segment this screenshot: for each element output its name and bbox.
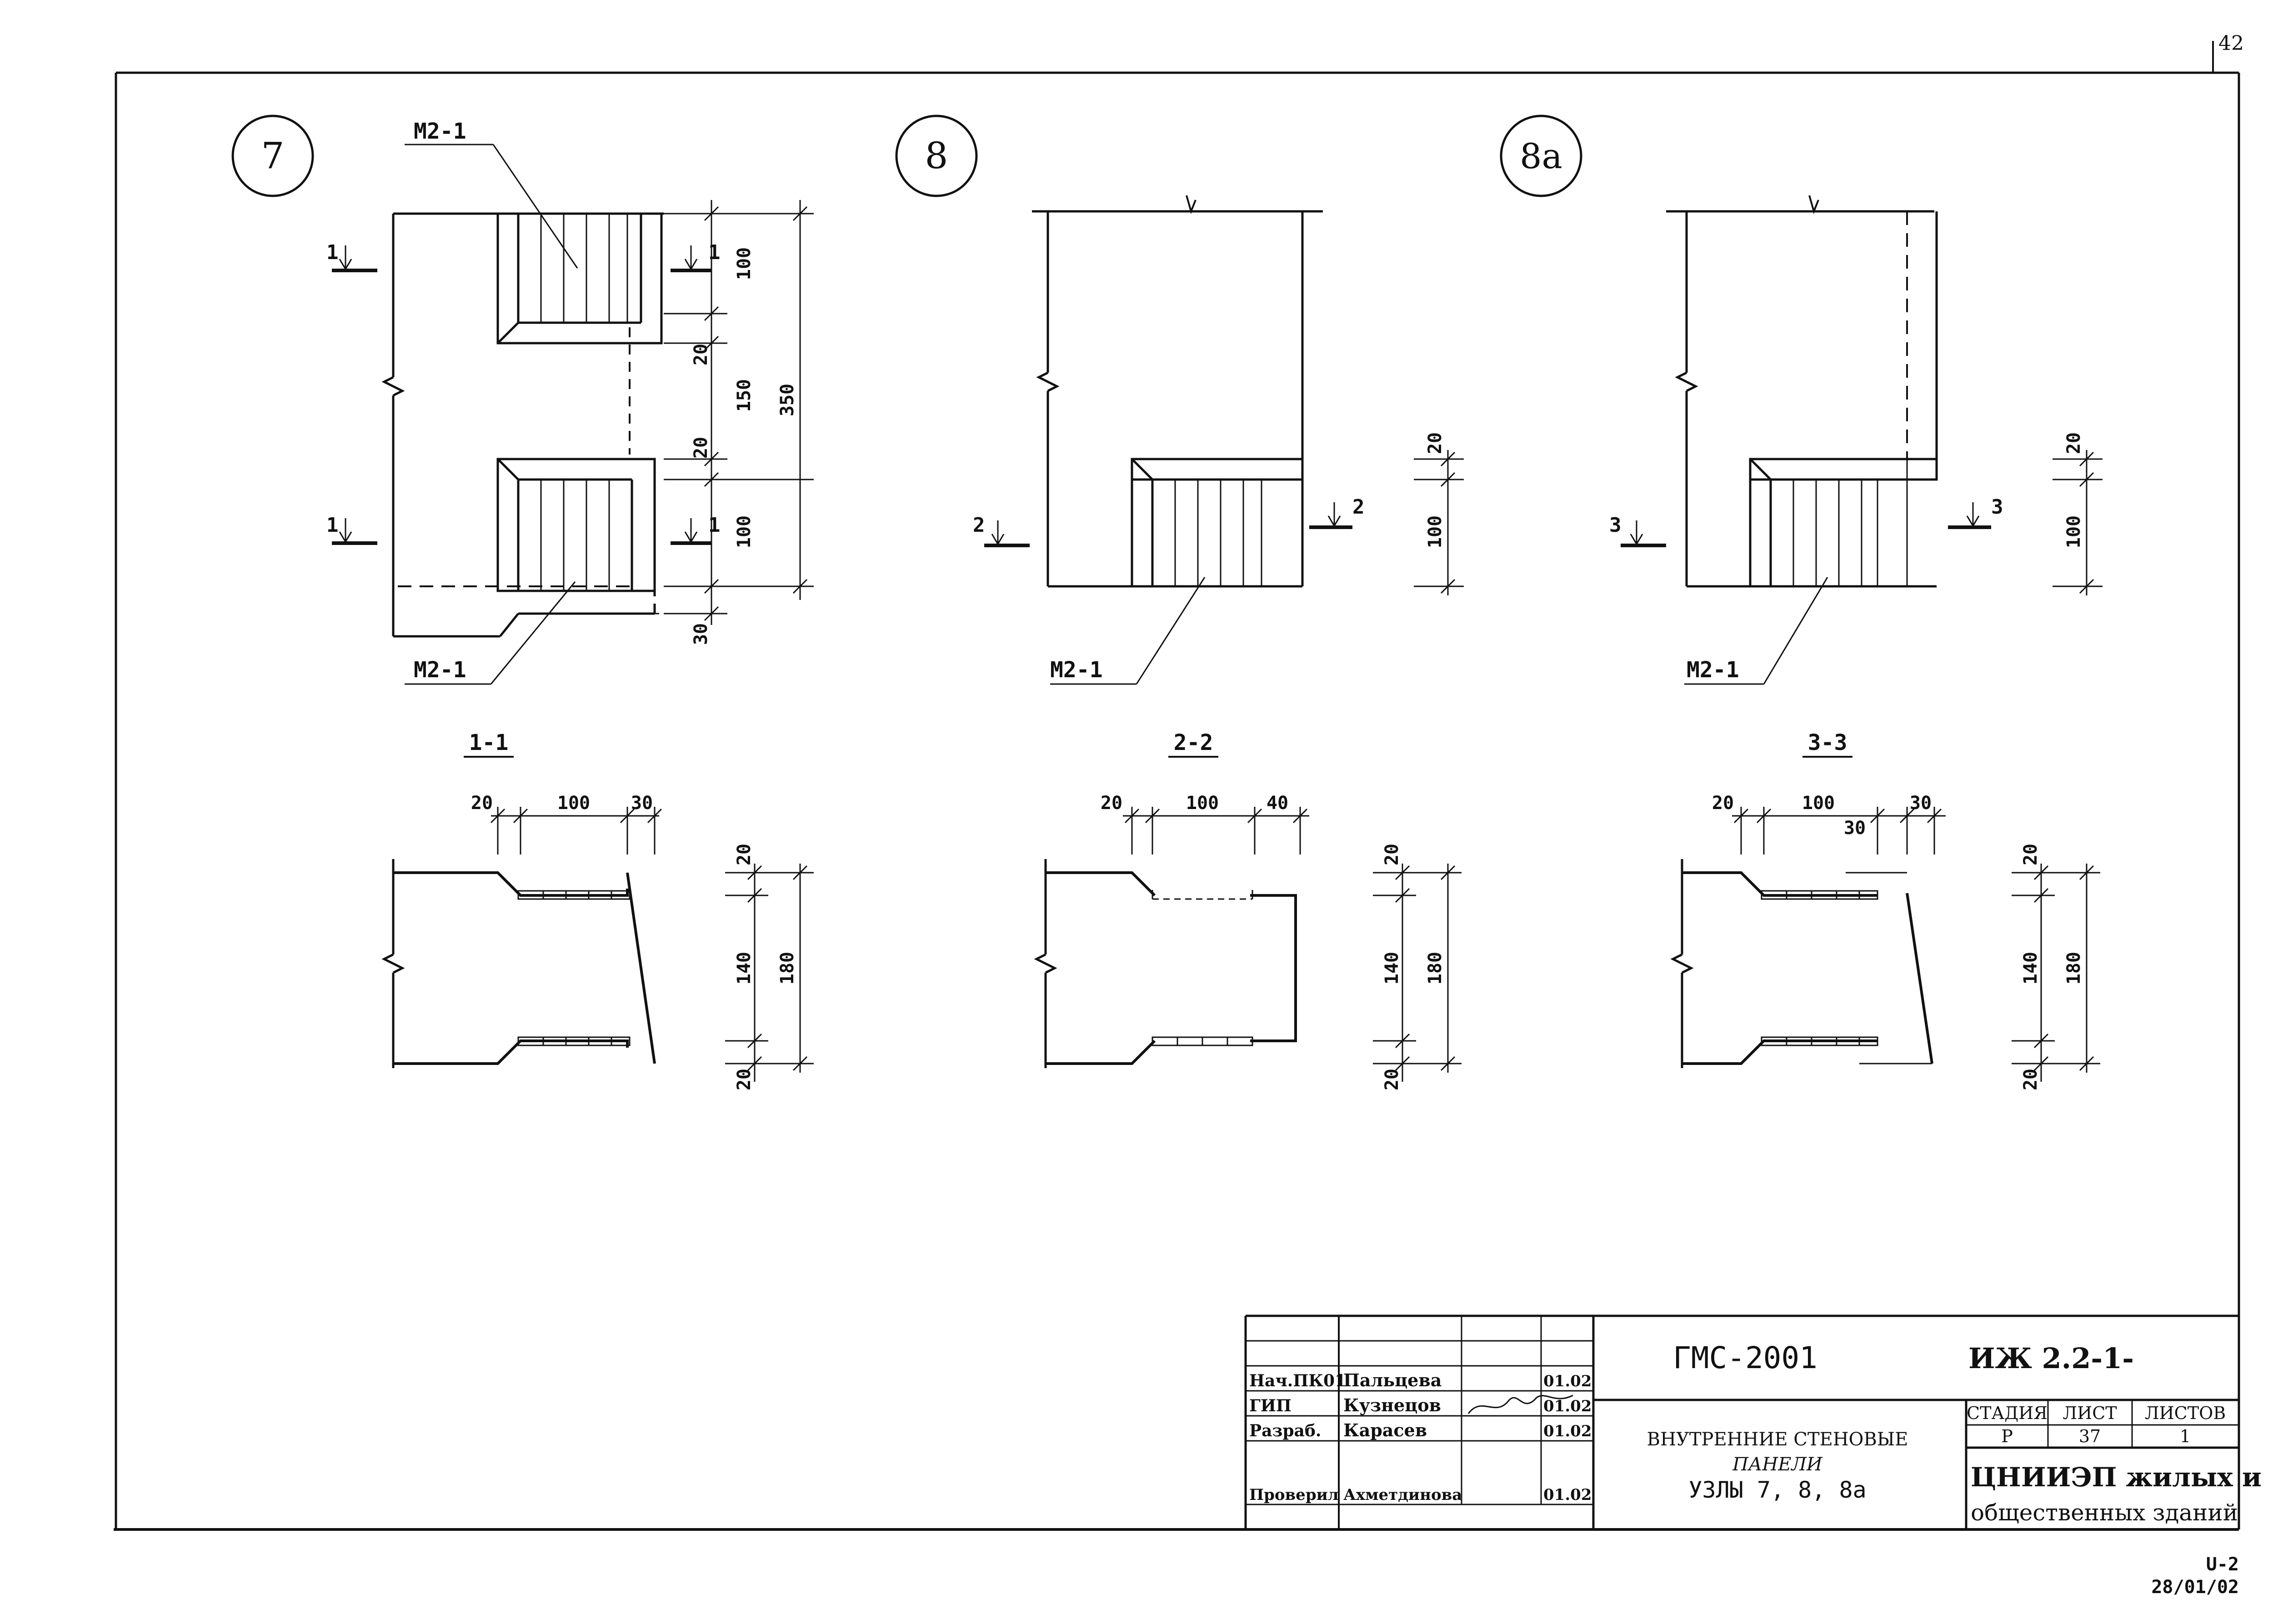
tb-org-line1: ЦНИИЭП жилых и: [1971, 1462, 2262, 1493]
node-7-dim-20-a: 20: [691, 344, 711, 365]
tb-name-3: Карасев: [1343, 1420, 1427, 1440]
node-7-dim-350: 350: [777, 384, 798, 416]
section-3-3: [1670, 756, 2100, 1082]
node-8: [895, 115, 1464, 685]
section-1-1-dim-100: 100: [557, 793, 590, 814]
node-8a-circle: [1500, 115, 1582, 197]
node-7-dim-100-top: 100: [734, 247, 755, 280]
footer-date: 28/01/02: [2151, 1577, 2239, 1598]
section-2-2-side-180: 180: [1425, 952, 1446, 984]
node-8-label: 8: [925, 135, 948, 177]
tb-sheets: 1: [2180, 1426, 2191, 1446]
tb-date-2: 01.02: [1543, 1397, 1592, 1415]
node-8-cut-right: 2: [1352, 495, 1365, 519]
tb-sheet: 37: [2079, 1426, 2101, 1446]
section-2-2-dim-40: 40: [1267, 793, 1288, 814]
node-7-mark-bottom: М2-1: [414, 657, 466, 683]
node-7: [231, 115, 814, 685]
node-8a-dim-100: 100: [2063, 515, 2084, 548]
node-7-mark-top: М2-1: [414, 119, 466, 144]
section-2-2-side-140: 140: [1382, 952, 1402, 984]
section-1-1-side-180: 180: [777, 952, 798, 984]
node-8a: [1500, 115, 2103, 685]
tb-role-1: Нач.ПК01: [1249, 1371, 1346, 1390]
node-8a-mark: М2-1: [1687, 657, 1739, 683]
section-2-2-dim-20: 20: [1101, 793, 1122, 814]
node-8a-label: 8а: [1520, 136, 1562, 176]
section-3-3-title: 3-3: [1808, 730, 1847, 755]
section-2-2-side-20-bottom: 20: [1382, 1069, 1402, 1090]
title-block: [1244, 1314, 2239, 1529]
node-8-cut-left: 2: [973, 514, 985, 537]
sheet-corner-number: 42: [2218, 32, 2244, 55]
node-7-label: 7: [261, 135, 285, 177]
tb-title-line1: ВНУТРЕННИЕ СТЕНОВЫЕ: [1647, 1429, 1908, 1450]
node-8-dim-20: 20: [1425, 432, 1446, 454]
tb-code: ИЖ 2.2-1-: [1968, 1342, 2134, 1375]
section-3-3-dim-30-lower: 30: [1844, 818, 1866, 839]
tb-date-4: 01.02: [1543, 1486, 1592, 1504]
tb-title-line3: УЗЛЫ 7, 8, 8а: [1688, 1477, 1866, 1503]
node-8-dim-100: 100: [1425, 515, 1446, 548]
node-8-circle: [895, 115, 978, 197]
node-7-dim-100-bottom: 100: [734, 515, 755, 548]
sheet-frame: [114, 41, 2240, 1531]
signature-mark: [1467, 1394, 1573, 1414]
section-3-3-dim-30-upper: 30: [1910, 793, 1932, 814]
section-1-1-dim-20: 20: [471, 793, 493, 814]
tb-stage-header: СТАДИЯ: [1967, 1403, 2048, 1423]
section-2-2-dim-100: 100: [1186, 793, 1219, 814]
tb-role-4: Проверил: [1249, 1486, 1339, 1504]
node-7-dim-30: 30: [691, 623, 711, 645]
tb-name-4: Ахметдинова: [1343, 1486, 1462, 1504]
section-1-1-dim-30: 30: [631, 793, 653, 814]
section-1-1: [381, 756, 814, 1082]
tb-name-2: Кузнецов: [1343, 1395, 1441, 1415]
tb-org-line2: общественных зданий: [1971, 1499, 2238, 1526]
section-3-3-side-20-bottom: 20: [2020, 1069, 2041, 1090]
tb-sheets-header: ЛИСТОВ: [2145, 1403, 2226, 1423]
tb-title-line2: ПАНЕЛИ: [1732, 1454, 1823, 1475]
tb-date-1: 01.02: [1543, 1372, 1592, 1390]
tb-date-3: 01.02: [1543, 1422, 1592, 1440]
tb-stage: Р: [2001, 1426, 2013, 1446]
section-1-1-side-20-top: 20: [734, 844, 755, 865]
node-7-dim-150: 150: [734, 379, 755, 412]
node-7-cut-left-bottom: 1: [326, 514, 339, 537]
section-3-3-dim-100: 100: [1802, 793, 1835, 814]
tb-sheet-header: ЛИСТ: [2063, 1403, 2117, 1423]
tb-role-3: Разраб.: [1249, 1421, 1321, 1440]
section-2-2: [1034, 756, 1462, 1082]
section-1-1-title: 1-1: [469, 730, 509, 755]
tb-role-2: ГИП: [1249, 1396, 1292, 1415]
node-8a-dim-20: 20: [2063, 432, 2084, 454]
node-7-cut-right-bottom: 1: [708, 514, 721, 537]
node-8-mark: М2-1: [1050, 657, 1103, 683]
node-7-dim-20-b: 20: [691, 437, 711, 459]
section-2-2-title: 2-2: [1174, 730, 1213, 755]
section-3-3-side-180: 180: [2063, 952, 2084, 984]
section-3-3-side-140: 140: [2020, 952, 2041, 984]
section-1-1-side-140: 140: [734, 952, 755, 984]
node-7-cut-left-top: 1: [326, 241, 339, 264]
footer-code: U-2: [2206, 1554, 2239, 1575]
tb-name-1: Пальцева: [1343, 1370, 1442, 1390]
node-8a-cut-right: 3: [1991, 495, 2003, 519]
section-1-1-side-20-bottom: 20: [734, 1069, 755, 1090]
node-8a-cut-left: 3: [1609, 514, 1622, 537]
section-3-3-side-20-top: 20: [2020, 844, 2041, 865]
node-7-circle: [231, 115, 314, 197]
section-2-2-side-20-top: 20: [1382, 844, 1402, 865]
node-7-cut-right-top: 1: [708, 241, 721, 264]
section-3-3-dim-20: 20: [1712, 793, 1734, 814]
tb-project: ГМС-2001: [1673, 1340, 1817, 1375]
